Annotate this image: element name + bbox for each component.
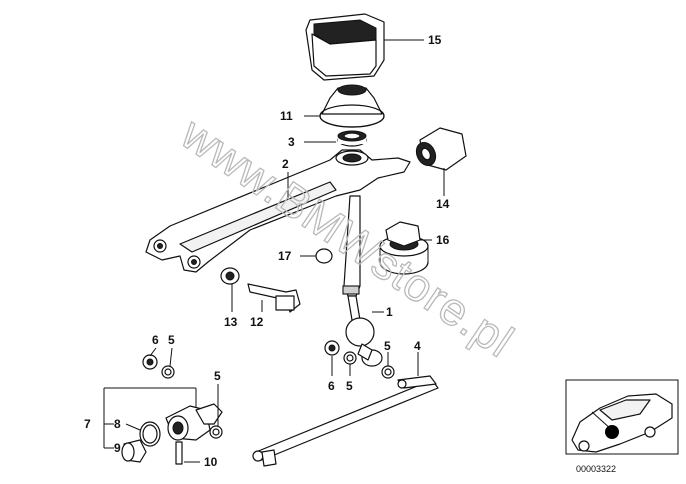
callout-5-left: 5 <box>168 333 175 347</box>
callout-3: 3 <box>288 135 295 149</box>
part-1-gear-lever <box>342 195 384 367</box>
part-17-cap <box>300 248 333 264</box>
part-12-bracket <box>247 283 301 313</box>
part-5-washer-lower <box>209 384 223 439</box>
part-5-washer-center <box>343 351 357 376</box>
callout-5-lower: 5 <box>214 369 221 383</box>
callout-4: 4 <box>414 339 421 353</box>
part-13-grommet <box>220 267 240 312</box>
part-9-cap <box>121 439 147 463</box>
callout-12: 12 <box>250 315 264 329</box>
group-bracket-7 <box>103 387 197 449</box>
callout-9: 9 <box>114 441 121 455</box>
callout-2: 2 <box>282 157 289 171</box>
callout-7: 7 <box>84 417 91 431</box>
part-15-boot-cover <box>305 13 424 81</box>
part-10-pin <box>175 441 200 465</box>
callout-5-right: 5 <box>384 339 391 353</box>
callout-11: 11 <box>280 109 293 123</box>
inset-car-thumbnail <box>565 379 679 455</box>
callout-16: 16 <box>436 233 450 247</box>
part-4-shift-rod <box>252 352 439 467</box>
callout-10: 10 <box>204 455 218 469</box>
callout-1: 1 <box>386 305 393 319</box>
callout-13: 13 <box>224 315 238 329</box>
part-5-washer-left <box>161 347 175 379</box>
callout-8: 8 <box>114 417 121 431</box>
callout-6-left: 6 <box>152 333 159 347</box>
callout-14: 14 <box>436 197 450 211</box>
part-6-washer-center <box>324 340 340 376</box>
part-6-washer-left <box>142 347 158 370</box>
part-5-washer-right <box>381 352 395 379</box>
part-2-shift-arm <box>145 149 411 273</box>
part-16-clamp <box>379 221 432 275</box>
callout-6-center: 6 <box>328 379 335 393</box>
part-14-bushing <box>415 127 467 196</box>
part-8-ring <box>139 421 161 447</box>
callout-17: 17 <box>278 249 292 263</box>
part-11-gaiter <box>304 84 385 128</box>
part-8-joint <box>165 403 223 441</box>
callout-15: 15 <box>428 33 442 47</box>
part-3-bearing-ring <box>304 130 367 147</box>
callout-5-center: 5 <box>346 379 353 393</box>
reference-number: 00003322 <box>576 464 616 474</box>
